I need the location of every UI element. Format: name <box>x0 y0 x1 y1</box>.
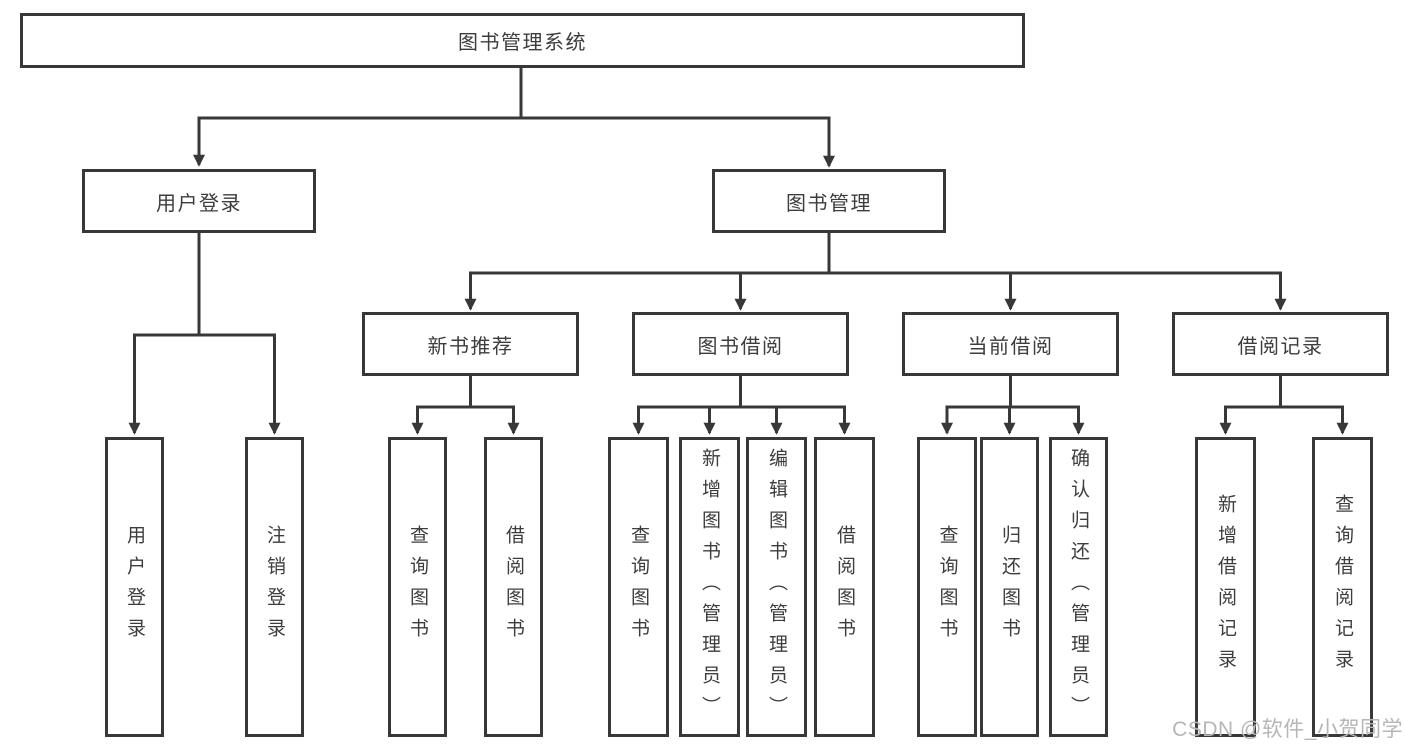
leaf-current-query-books: 查询图书 <box>917 437 977 737</box>
leaf-recommend-query-books-label: 查询图书 <box>407 525 428 649</box>
node-root-system-label: 图书管理系统 <box>458 32 587 54</box>
leaf-add-borrow-record-label: 新增借阅记录 <box>1215 494 1236 680</box>
leaf-logout: 注销登录 <box>245 437 304 737</box>
leaf-recommend-borrow-books: 借阅图书 <box>484 437 543 737</box>
node-new-book-recommend: 新书推荐 <box>362 312 579 376</box>
leaf-add-borrow-record: 新增借阅记录 <box>1195 437 1256 737</box>
leaf-borrow-books: 借阅图书 <box>814 437 875 737</box>
leaf-edit-books-admin-label: 编辑图书（管理员） <box>766 447 787 727</box>
node-borrow-records: 借阅记录 <box>1172 312 1389 376</box>
leaf-user-login: 用户登录 <box>105 437 164 737</box>
leaf-current-query-books-label: 查询图书 <box>936 525 958 649</box>
leaf-recommend-borrow-books-label: 借阅图书 <box>503 525 524 649</box>
node-book-management-branch: 图书管理 <box>712 169 946 233</box>
leaf-confirm-return-admin-label: 确认归还（管理员） <box>1068 447 1089 727</box>
csdn-watermark: CSDN @软件_小贺同学 <box>1172 718 1403 741</box>
node-current-borrow: 当前借阅 <box>902 312 1119 376</box>
node-book-borrow: 图书借阅 <box>632 312 849 376</box>
leaf-confirm-return-admin: 确认归还（管理员） <box>1049 437 1108 737</box>
node-root-system: 图书管理系统 <box>20 13 1025 68</box>
node-user-login-branch-label: 用户登录 <box>156 192 242 215</box>
leaf-add-books-admin-label: 新增图书（管理员） <box>699 447 720 727</box>
leaf-add-books-admin: 新增图书（管理员） <box>679 437 740 737</box>
node-new-book-recommend-label: 新书推荐 <box>427 335 514 358</box>
node-book-management-branch-label: 图书管理 <box>786 192 872 215</box>
node-book-borrow-label: 图书借阅 <box>697 335 784 358</box>
leaf-recommend-query-books: 查询图书 <box>388 437 447 737</box>
leaf-return-books-label: 归还图书 <box>999 525 1020 649</box>
leaf-query-borrow-record-label: 查询借阅记录 <box>1332 494 1353 680</box>
leaf-borrow-query-books-label: 查询图书 <box>628 525 649 649</box>
leaf-borrow-query-books: 查询图书 <box>608 437 669 737</box>
leaf-borrow-books-label: 借阅图书 <box>834 525 855 649</box>
node-borrow-records-label: 借阅记录 <box>1237 335 1324 358</box>
leaf-query-borrow-record: 查询借阅记录 <box>1312 437 1373 737</box>
leaf-edit-books-admin: 编辑图书（管理员） <box>746 437 807 737</box>
node-user-login-branch: 用户登录 <box>82 169 316 233</box>
leaf-user-login-label: 用户登录 <box>124 525 145 649</box>
leaf-return-books: 归还图书 <box>980 437 1039 737</box>
node-current-borrow-label: 当前借阅 <box>967 335 1054 358</box>
leaf-logout-label: 注销登录 <box>264 525 285 649</box>
